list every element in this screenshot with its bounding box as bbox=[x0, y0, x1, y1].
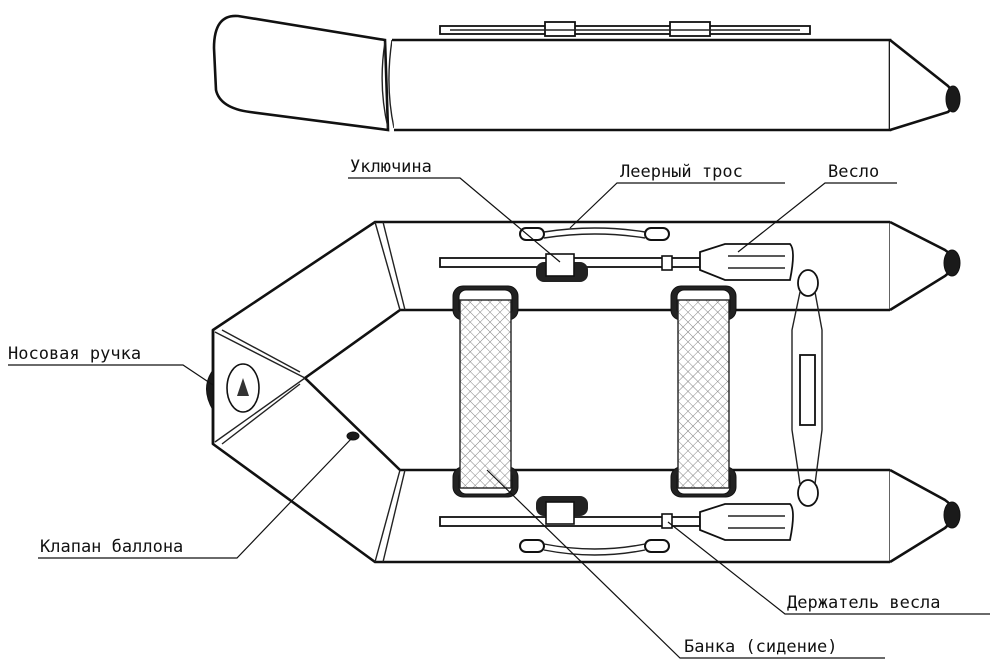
label-oar: Весло bbox=[828, 162, 879, 182]
transom-rope bbox=[791, 269, 823, 507]
upper-oar bbox=[439, 243, 794, 282]
upper-rail-rope bbox=[519, 227, 670, 241]
seat-rear bbox=[670, 285, 737, 498]
label-seat: Банка (сидение) bbox=[684, 637, 838, 657]
label-rail-rope: Леерный трос bbox=[620, 162, 743, 182]
label-oar-holder: Держатель весла bbox=[787, 593, 941, 613]
lower-oar bbox=[439, 496, 794, 541]
seat-front bbox=[452, 285, 519, 498]
lower-rail-rope bbox=[519, 539, 670, 556]
label-oarlock: Уключина bbox=[350, 157, 432, 177]
bow-handle-shape bbox=[206, 363, 260, 413]
leader-lines bbox=[8, 177, 990, 659]
top-view-boat bbox=[206, 220, 961, 564]
side-view-boat bbox=[212, 14, 961, 132]
label-bow-handle: Носовая ручка bbox=[8, 344, 141, 364]
label-tube-valve: Клапан баллона bbox=[40, 537, 183, 557]
tube-valve-shape bbox=[346, 431, 360, 441]
side-view-oars bbox=[439, 21, 811, 37]
